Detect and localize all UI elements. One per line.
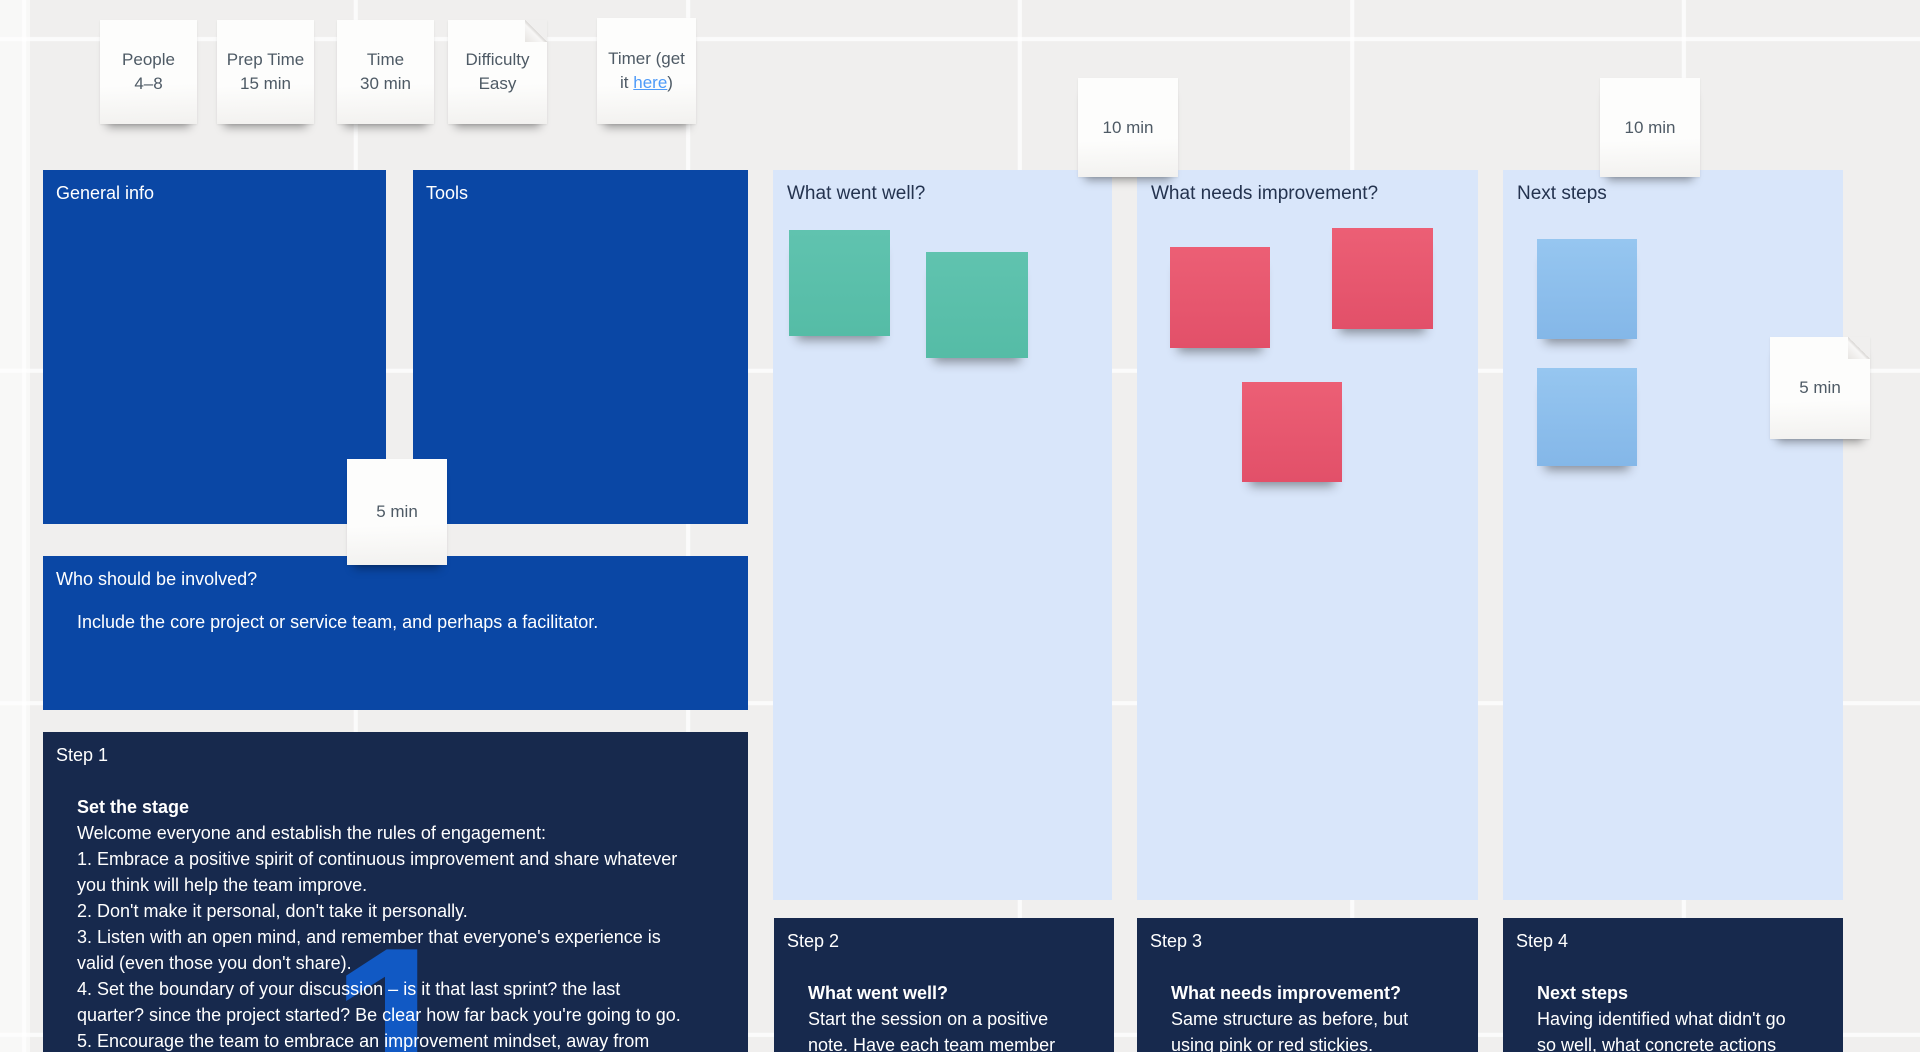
step-3-body: What needs improvement? Same structure a… — [1171, 980, 1452, 1052]
sticky-people-label: People — [122, 50, 175, 69]
sticky-timer[interactable]: Timer (get it here) — [597, 18, 696, 124]
panel-who-should-be-involved[interactable]: Who should be involved? Include the core… — [43, 556, 748, 710]
sticky-timer-text: Timer (get it here) — [608, 49, 685, 92]
sticky-5min-left[interactable]: 5 min — [347, 459, 447, 565]
sticky-teal-1[interactable] — [789, 230, 890, 336]
step-3-heading: What needs improvement? — [1171, 983, 1402, 1003]
board-edge-highlight — [0, 0, 30, 1052]
column-next-steps-title: Next steps — [1517, 183, 1607, 204]
step-2-body: What went well? Start the session on a p… — [808, 980, 1088, 1052]
sticky-10min-2[interactable]: 10 min — [1600, 78, 1700, 177]
panel-step-4[interactable]: 4 Step 4 Next steps Having identified wh… — [1503, 918, 1843, 1052]
panel-who-body: Include the core project or service team… — [77, 612, 599, 632]
panel-step-2[interactable]: 2 Step 2 What went well? Start the sessi… — [774, 918, 1114, 1052]
sticky-5min-left-text: 5 min — [376, 502, 418, 521]
sticky-time[interactable]: Time 30 min — [337, 20, 434, 124]
sticky-teal-2[interactable] — [926, 252, 1028, 358]
step-1-label: Step 1 — [56, 745, 109, 765]
panel-step-1[interactable]: 1 Step 1 Set the stage Welcome everyone … — [43, 732, 748, 1052]
timer-here-link[interactable]: here — [633, 73, 668, 92]
step-1-body: Set the stage Welcome everyone and estab… — [77, 794, 722, 1052]
sticky-prep-time-label: Prep Time — [226, 50, 305, 69]
sticky-10min-1-text: 10 min — [1102, 117, 1154, 137]
sticky-blue-2[interactable] — [1537, 368, 1637, 466]
sticky-10min-1[interactable]: 10 min — [1078, 78, 1178, 177]
sticky-time-label: Time — [366, 50, 405, 69]
column-what-went-well-title: What went well? — [787, 183, 926, 204]
step-3-label: Step 3 — [1150, 931, 1203, 951]
panel-tools-title: Tools — [426, 183, 469, 203]
sticky-time-value: 30 min — [359, 74, 412, 93]
step-4-body: Next steps Having identified what didn't… — [1537, 980, 1817, 1052]
panel-who-title: Who should be involved? — [56, 569, 258, 589]
panel-general-info-title: General info — [56, 183, 155, 203]
step-4-label: Step 4 — [1516, 931, 1569, 951]
sticky-prep-time[interactable]: Prep Time 15 min — [217, 20, 314, 124]
sticky-blue-1[interactable] — [1537, 239, 1637, 339]
sticky-difficulty[interactable]: Difficulty Easy — [448, 20, 547, 124]
sticky-5min-right[interactable]: 5 min — [1770, 337, 1870, 439]
sticky-people[interactable]: People 4–8 — [100, 20, 197, 124]
step-4-heading: Next steps — [1537, 983, 1629, 1003]
panel-step-3[interactable]: 3 Step 3 What needs improvement? Same st… — [1137, 918, 1478, 1052]
sticky-prep-time-value: 15 min — [239, 74, 292, 93]
sticky-difficulty-label: Difficulty — [465, 50, 530, 69]
step-1-heading: Set the stage — [77, 797, 190, 817]
panel-general-info[interactable]: General info — [43, 170, 386, 524]
sticky-5min-right-text: 5 min — [1799, 378, 1841, 397]
sticky-people-value: 4–8 — [134, 74, 163, 93]
step-2-label: Step 2 — [787, 931, 840, 951]
panel-tools[interactable]: Tools — [413, 170, 748, 524]
column-what-needs-improvement-title: What needs improvement? — [1151, 183, 1379, 204]
sticky-red-2[interactable] — [1332, 228, 1433, 329]
step-2-heading: What went well? — [808, 983, 949, 1003]
sticky-red-1[interactable] — [1170, 247, 1270, 348]
sticky-red-3[interactable] — [1242, 382, 1342, 482]
sticky-difficulty-value: Easy — [478, 74, 517, 93]
sticky-10min-2-text: 10 min — [1624, 117, 1676, 137]
